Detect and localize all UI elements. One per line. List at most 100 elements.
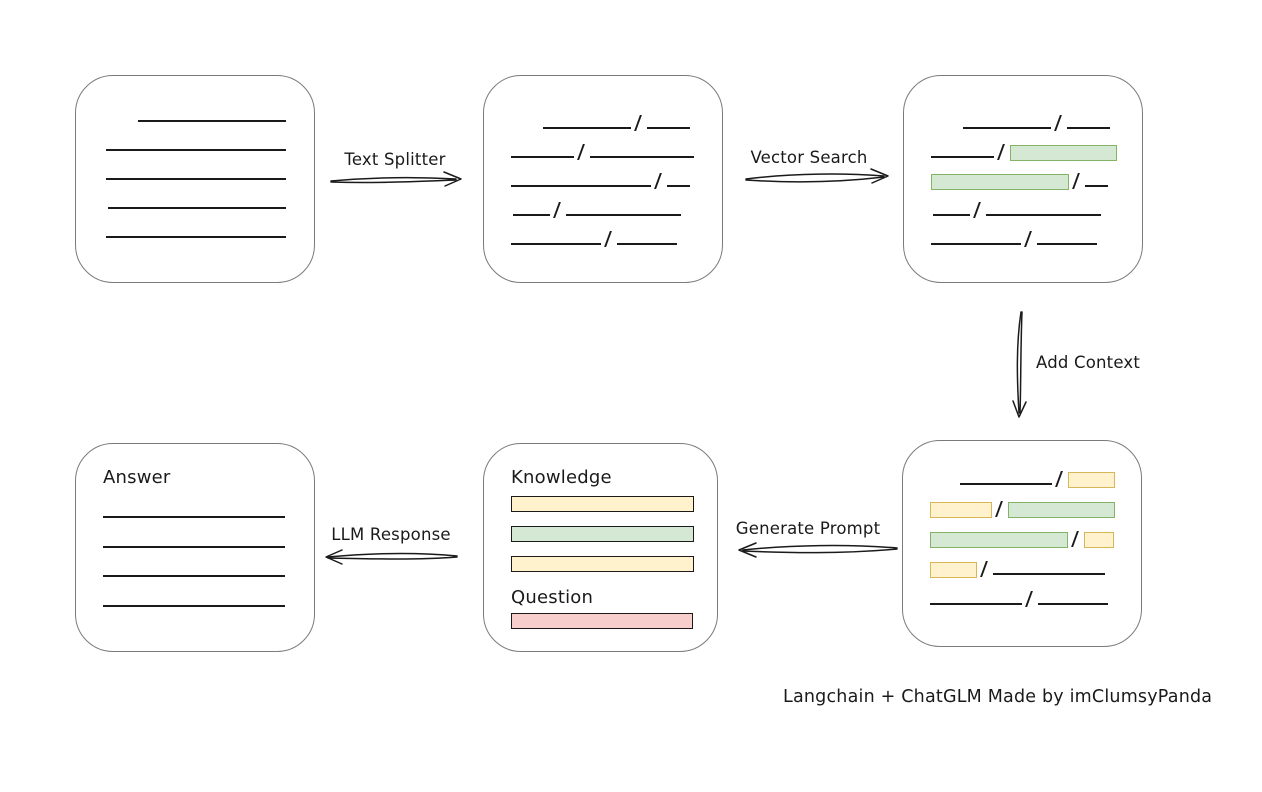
question-label: Question [511,587,594,608]
text-line [138,120,286,122]
answer-box: Answer [75,443,315,652]
text-segment [963,127,1051,129]
answer-lines [103,516,287,607]
text-segment [566,214,681,216]
text-segment [933,214,970,216]
text-line [103,575,285,577]
text-splitter-label: Text Splitter [344,150,446,169]
yellow-bar [511,496,694,512]
arrow-head [1012,400,1027,418]
knowledge-bars [511,496,694,572]
question-bars [511,613,693,629]
green-highlight [931,174,1069,190]
arrow-shaft [742,544,898,551]
arrow-shaft [745,176,885,183]
text-segment [993,573,1105,575]
text-segment [931,156,994,158]
text-line [106,236,286,238]
chunk-row [931,129,1142,161]
green-highlight [1008,502,1115,518]
generate-prompt-arrow [738,542,898,558]
text-splitter-arrow [330,171,462,187]
yellow-bar [511,556,694,572]
prompt-box: Knowledge Question [483,443,718,652]
chunk-row [511,129,722,160]
chunk-row [960,455,1141,488]
document-lines [76,76,314,238]
slash-separator [604,231,612,247]
text-line [103,604,285,607]
text-segment [1067,127,1110,129]
chunk-row [930,545,1141,578]
vector-search-arrow [745,168,889,184]
answer-label: Answer [103,467,171,488]
text-segment [511,156,574,158]
red-bar [511,613,693,629]
chunk-row [963,100,1142,131]
slash-separator [1025,591,1033,607]
caption: Langchain + ChatGLM Made by imClumsyPand… [783,687,1213,707]
text-segment [960,483,1052,485]
green-highlight [1010,145,1117,161]
arrow-head [738,542,757,558]
add-context-arrow [1012,311,1027,418]
context-box [902,440,1142,647]
text-line [103,516,285,518]
chunk-rows [904,76,1142,247]
text-segment [647,127,690,129]
text-segment [590,156,694,158]
text-segment [617,243,677,245]
yellow-highlight [1084,532,1114,548]
text-chunks-box [483,75,723,283]
arrow-shaft [745,173,885,180]
text-segment [513,214,550,216]
green-highlight [930,532,1068,548]
text-segment [543,127,631,129]
arrow-shaft [1019,311,1023,414]
text-segment [930,603,1022,605]
arrow-shaft [330,179,457,184]
generate-prompt-label: Generate Prompt [735,519,881,538]
text-line [108,207,286,209]
chunk-row [930,485,1141,518]
text-line [103,545,285,548]
arrow-shaft [1016,311,1022,414]
source-document-box [75,75,315,283]
green-bar [511,526,694,542]
chunk-rows [484,76,722,247]
chunk-row [931,216,1142,247]
chunk-row [930,575,1141,607]
text-segment [667,185,690,187]
slash-separator [1024,231,1032,247]
chunk-row [933,187,1142,218]
arrow-shaft [327,552,458,558]
search-result-box [903,75,1143,283]
text-segment [1038,603,1108,605]
add-context-label: Add Context [1036,353,1141,372]
arrow-shaft [330,176,457,182]
arrow-shaft [742,548,898,554]
vector-search-label: Vector Search [750,148,868,167]
arrow-head [870,168,889,184]
chunk-row [511,216,722,247]
text-line [106,149,286,151]
chunk-row [511,158,722,189]
text-segment [1085,185,1108,187]
chunk-rows [903,441,1141,607]
chunk-row [930,515,1141,548]
text-segment [511,185,651,187]
arrow-head [325,549,343,565]
yellow-highlight [930,562,977,578]
chunk-row [513,187,722,218]
text-line [106,178,286,180]
llm-response-arrow [325,549,458,565]
yellow-highlight [930,502,992,518]
text-segment [511,243,601,245]
chunk-row [543,100,722,131]
arrow-head [443,171,462,187]
arrow-shaft [327,556,458,560]
text-segment [931,243,1021,245]
knowledge-label: Knowledge [511,467,612,488]
